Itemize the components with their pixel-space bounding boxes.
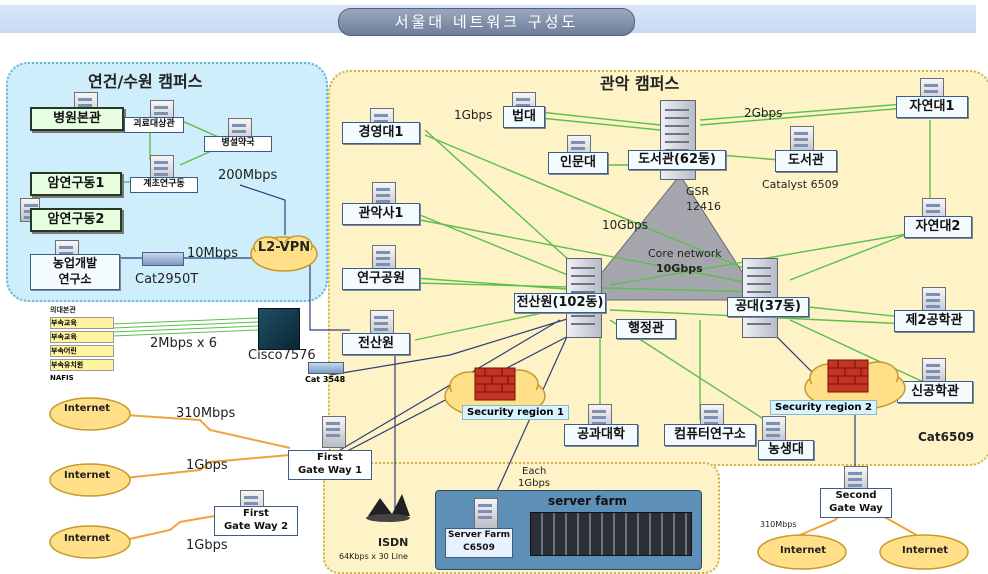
node-science-1[interactable]: 자연대1	[896, 96, 968, 118]
node-jeonsanwon-102[interactable]: 전산원(102동)	[514, 293, 606, 313]
cat3548-label: Cat 3548	[305, 375, 346, 384]
medical-sites: 의대본관 부속교육 부속교육 부속어린 부속유치원 NAFIS	[50, 305, 114, 382]
core-network-label: Core network	[648, 247, 722, 260]
medical-site: 부속어린	[50, 345, 114, 357]
node-library-62[interactable]: 도서관(62동)	[628, 150, 726, 170]
core-speed-label: 10Gbps	[656, 262, 703, 275]
server-farm-label: server farm	[548, 494, 627, 508]
medical-site: 부속유치원	[50, 359, 114, 371]
l2vpn-label: L2-VPN	[257, 240, 311, 255]
speed-2gbps: 2Gbps	[744, 106, 783, 120]
node-first-gateway-2[interactable]: First Gate Way 2	[214, 506, 298, 536]
cisco-router-icon	[258, 308, 300, 350]
node-research-park[interactable]: 연구공원	[342, 268, 420, 290]
internet-cloud-icon	[879, 534, 969, 570]
speed-310mbps-small: 310Mbps	[760, 520, 797, 529]
node-engineering-2[interactable]: 제2공학관	[894, 310, 974, 332]
security-cloud-2-icon	[804, 359, 906, 411]
node-computer-institute[interactable]: 컴퓨터연구소	[664, 424, 756, 446]
node-admin[interactable]: 행정관	[616, 319, 676, 339]
medical-site: 의대본관	[50, 306, 76, 314]
server-icon	[322, 416, 346, 448]
node-cancer-research-1[interactable]: 암연구동1	[30, 172, 122, 196]
node-gwanaksa-1[interactable]: 관악사1	[342, 203, 420, 225]
node-library[interactable]: 도서관	[775, 150, 837, 172]
internet-cloud-icon	[757, 534, 847, 570]
internet-label: Internet	[64, 533, 111, 544]
gsr-model-label: 12416	[686, 200, 721, 213]
node-cancer-research-2[interactable]: 암연구동2	[30, 208, 122, 232]
isdn-lines-label: 64Kbps x 30 Line	[339, 552, 408, 561]
node-server-farm-switch[interactable]: Server Farm C6509	[445, 528, 513, 558]
internet-label: Internet	[64, 470, 111, 481]
node-science-2[interactable]: 자연대2	[904, 216, 972, 238]
node-pharmacy[interactable]: 병설약국	[204, 136, 272, 152]
node-business-1[interactable]: 경영대1	[342, 122, 420, 144]
internet-cloud-icon	[49, 397, 131, 431]
node-new-engineering[interactable]: 신공학관	[897, 381, 973, 403]
internet-label: Internet	[64, 403, 111, 414]
node-jeonsanwon[interactable]: 전산원	[342, 333, 410, 355]
node-engineering-37[interactable]: 공대(37동)	[727, 297, 809, 317]
node-second-gateway[interactable]: Second Gate Way	[820, 488, 892, 518]
speed-10gbps: 10Gbps	[602, 218, 649, 232]
gsr-label: GSR	[686, 185, 710, 198]
isdn-icon	[366, 494, 410, 522]
catalyst-6509-label: Catalyst 6509	[762, 178, 839, 191]
medical-site: 부속교육	[50, 317, 114, 329]
each-speed-label: 1Gbps	[518, 478, 551, 489]
node-humanities[interactable]: 인문대	[548, 152, 608, 174]
isdn-label: ISDN	[378, 536, 409, 549]
each-label: Each	[522, 466, 547, 477]
speed-10mbps: 10Mbps	[187, 246, 239, 261]
node-hospital[interactable]: 병원본관	[30, 107, 124, 131]
node-agri-institute[interactable]: 농업개발 연구소	[30, 254, 120, 290]
security-region-1-label: Security region 1	[462, 405, 569, 420]
internet-cloud-icon	[49, 463, 131, 497]
internet-label: Internet	[780, 545, 827, 556]
speed-1gbps-law: 1Gbps	[454, 108, 493, 122]
node-engineering-college[interactable]: 공과대학	[564, 424, 638, 446]
blue-links	[120, 184, 856, 541]
speed-1gbps-gw1: 1Gbps	[186, 458, 228, 473]
nafis-label: NAFIS	[50, 374, 74, 382]
security-region-2-label: Security region 2	[770, 400, 877, 415]
cisco-7576-label: Cisco7576	[248, 348, 316, 363]
speed-1gbps-gw2: 1Gbps	[186, 538, 228, 553]
speed-2mbps-x6: 2Mbps x 6	[150, 336, 217, 351]
speed-200mbps: 200Mbps	[218, 168, 278, 183]
node-law[interactable]: 법대	[503, 106, 545, 128]
internet-cloud-icon	[49, 525, 131, 559]
gwanak-campus-title: 관악 캠퍼스	[600, 74, 680, 93]
l2vpn-cloud-icon	[250, 235, 318, 272]
medical-links	[111, 317, 259, 337]
page-title: 서울대 네트워크 구성도	[338, 8, 635, 36]
cat6509-label: Cat6509	[918, 430, 975, 444]
yeongeon-campus-title: 연건/수원 캠퍼스	[88, 72, 203, 91]
medical-site: 부속교육	[50, 331, 114, 343]
server-rack-icon	[530, 512, 692, 556]
node-radiology[interactable]: 괴료대상관	[124, 117, 184, 133]
switch-icon	[142, 252, 184, 266]
node-basic-research[interactable]: 계초연구동	[130, 177, 198, 193]
cat2950-label: Cat2950T	[135, 272, 199, 287]
node-agri-life[interactable]: 농생대	[758, 440, 814, 460]
server-icon	[474, 498, 498, 530]
internet-label: Internet	[902, 545, 949, 556]
switch-icon	[308, 362, 344, 374]
speed-310mbps: 310Mbps	[176, 406, 236, 421]
node-first-gateway-1[interactable]: First Gate Way 1	[288, 450, 372, 480]
